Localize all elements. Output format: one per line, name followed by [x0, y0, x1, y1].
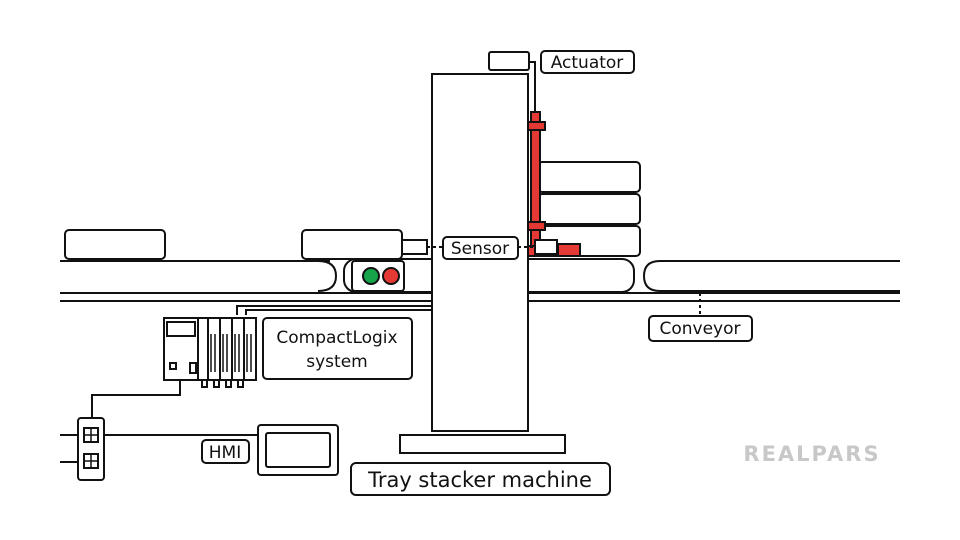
actuator-pusher-tip: [557, 243, 581, 257]
tray-left: [64, 229, 166, 260]
actuator-callout-box: [540, 50, 635, 74]
compactlogix-label-line1: CompactLogix: [276, 328, 397, 348]
hmi-screen: [265, 432, 331, 468]
actuator-box: [488, 51, 530, 71]
network-switch: [77, 417, 105, 481]
stacked-tray-2: [537, 193, 641, 225]
plc-wiring: [60, 305, 432, 463]
machine-callout-box: [350, 462, 611, 496]
sensor-label: Sensor: [451, 239, 509, 259]
tray-middle: [301, 229, 403, 260]
plc-module-1: [197, 317, 209, 381]
sensor-callout-box: [442, 236, 519, 260]
plc-power-led: [169, 362, 177, 370]
stacked-tray-1: [537, 161, 641, 193]
green-light-icon: [362, 267, 380, 285]
conveyor-end-cap-left: [317, 260, 338, 292]
wire-plc-2: [245, 309, 432, 315]
hmi-device: [257, 424, 339, 476]
plc-module-5: [243, 317, 257, 381]
conveyor-callout-box: [648, 315, 753, 342]
compactlogix-plc: [163, 317, 257, 388]
conveyor-label: Conveyor: [659, 319, 740, 339]
machine-label: Tray stacker machine: [367, 468, 592, 492]
actuator-flange-top: [526, 121, 546, 131]
actuator-cable: [529, 61, 536, 112]
wire-plc-to-hmi: [91, 380, 181, 418]
wire-plc-1: [236, 305, 432, 315]
sensor-left: [401, 239, 428, 255]
red-light-icon: [382, 267, 400, 285]
plc-module-4: [231, 317, 245, 381]
actuator-flange-bottom: [526, 221, 546, 231]
realpars-logo: REALPARS: [743, 442, 880, 466]
plc-module-2: [207, 317, 221, 381]
compactlogix-callout-box: [262, 317, 413, 380]
sensor-right: [534, 239, 558, 255]
plc-module-3: [219, 317, 233, 381]
plc-power-port: [189, 362, 197, 374]
hmi-callout-box: [201, 439, 250, 464]
actuator-label: Actuator: [551, 53, 624, 73]
conveyor-segment-right: [642, 260, 900, 292]
hmi-label: HMI: [209, 443, 241, 463]
plc-power-label: [166, 321, 196, 337]
compactlogix-label-line2: system: [306, 352, 367, 372]
plc-terminals: [210, 334, 252, 372]
machine-base: [399, 434, 566, 454]
